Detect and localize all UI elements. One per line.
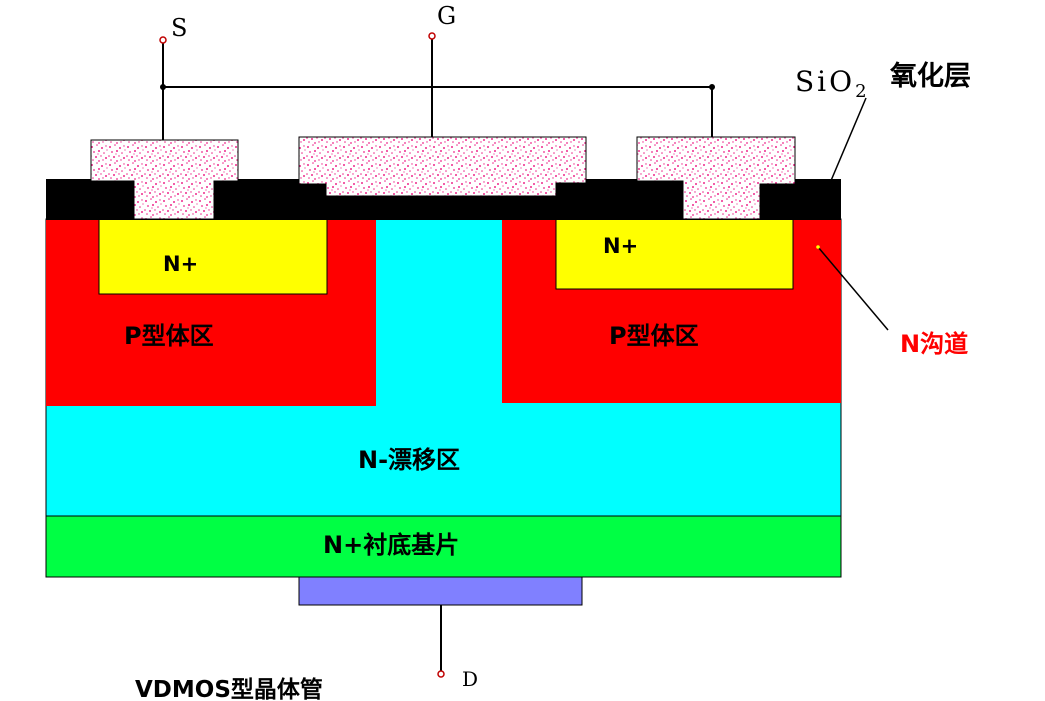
sio2-formula: SiO: [795, 65, 855, 98]
thin-gate-oxide: [326, 196, 556, 220]
source-right-junction-dot: [709, 84, 715, 90]
n-plus-source-left: [98, 218, 328, 295]
gate-terminal-pin: [428, 32, 436, 40]
gate-label: G: [437, 2, 456, 30]
n-channel-label: N沟道: [900, 330, 968, 358]
source-label: S: [171, 14, 187, 42]
drain-metal: [298, 576, 583, 606]
sio2-subscript: 2: [855, 81, 869, 102]
drain-label: D: [462, 667, 478, 691]
oxide-layer-label: 氧化层: [889, 61, 971, 92]
source-contact-left: [90, 139, 239, 220]
source-contact-right: [636, 136, 796, 220]
oxide-pointer-line: [829, 97, 867, 184]
n-plus-left-label: N+: [163, 252, 198, 276]
p-body-left-label: P型体区: [124, 322, 214, 350]
n-channel-marker: [816, 245, 820, 249]
diagram-caption: VDMOS型晶体管: [135, 676, 323, 701]
p-body-right-label: P型体区: [609, 322, 699, 350]
drain-terminal-pin: [437, 670, 445, 678]
n-plus-source-right: [555, 218, 794, 290]
substrate-label: N+衬底基片: [323, 531, 459, 559]
source-terminal-pin: [159, 36, 167, 44]
n-channel-pointer-line: [817, 246, 889, 331]
source-junction-dot: [160, 84, 166, 90]
sio2-label: SiO2: [795, 65, 870, 102]
n-plus-right-label: N+: [603, 234, 638, 258]
n-plus-substrate: [45, 514, 842, 578]
gate-electrode: [298, 136, 587, 197]
n-drift-label: N-漂移区: [358, 446, 460, 474]
